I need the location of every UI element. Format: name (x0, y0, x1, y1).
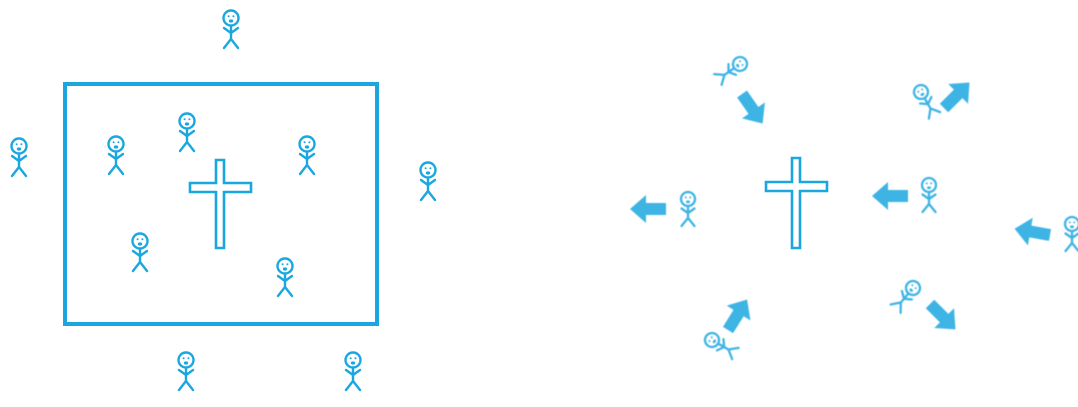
cross-icon (766, 158, 827, 248)
arrow-icon (934, 73, 979, 118)
person-inside-5 (278, 259, 293, 297)
left-panel-svg (0, 0, 540, 402)
person-moving-1 (714, 54, 750, 85)
person-outside-right (421, 163, 436, 201)
person-outside-top (224, 11, 239, 49)
right-panel-svg (540, 0, 1078, 402)
person-moving-6 (702, 330, 738, 359)
cross-icon (190, 160, 251, 248)
arrow-icon (920, 294, 965, 339)
right-panel-open-church (540, 0, 1078, 402)
person-inside-2 (180, 114, 195, 152)
person-outside-bottom-2 (346, 353, 361, 391)
arrow-icon (1012, 215, 1052, 249)
person-moving-7 (890, 278, 923, 313)
person-moving-5 (1065, 217, 1078, 251)
person-moving-3 (681, 192, 695, 226)
person-inside-4 (133, 234, 148, 272)
arrow-icon (872, 182, 908, 210)
person-outside-bottom-1 (179, 353, 194, 391)
person-moving-4 (922, 178, 936, 212)
left-panel-enclosed-church (0, 0, 540, 402)
arrow-icon (716, 292, 759, 337)
person-inside-1 (109, 137, 124, 175)
arrow-icon (630, 195, 666, 223)
arrow-icon (731, 86, 775, 132)
person-inside-3 (300, 137, 315, 175)
person-moving-2 (911, 82, 940, 118)
person-outside-left (12, 139, 27, 177)
